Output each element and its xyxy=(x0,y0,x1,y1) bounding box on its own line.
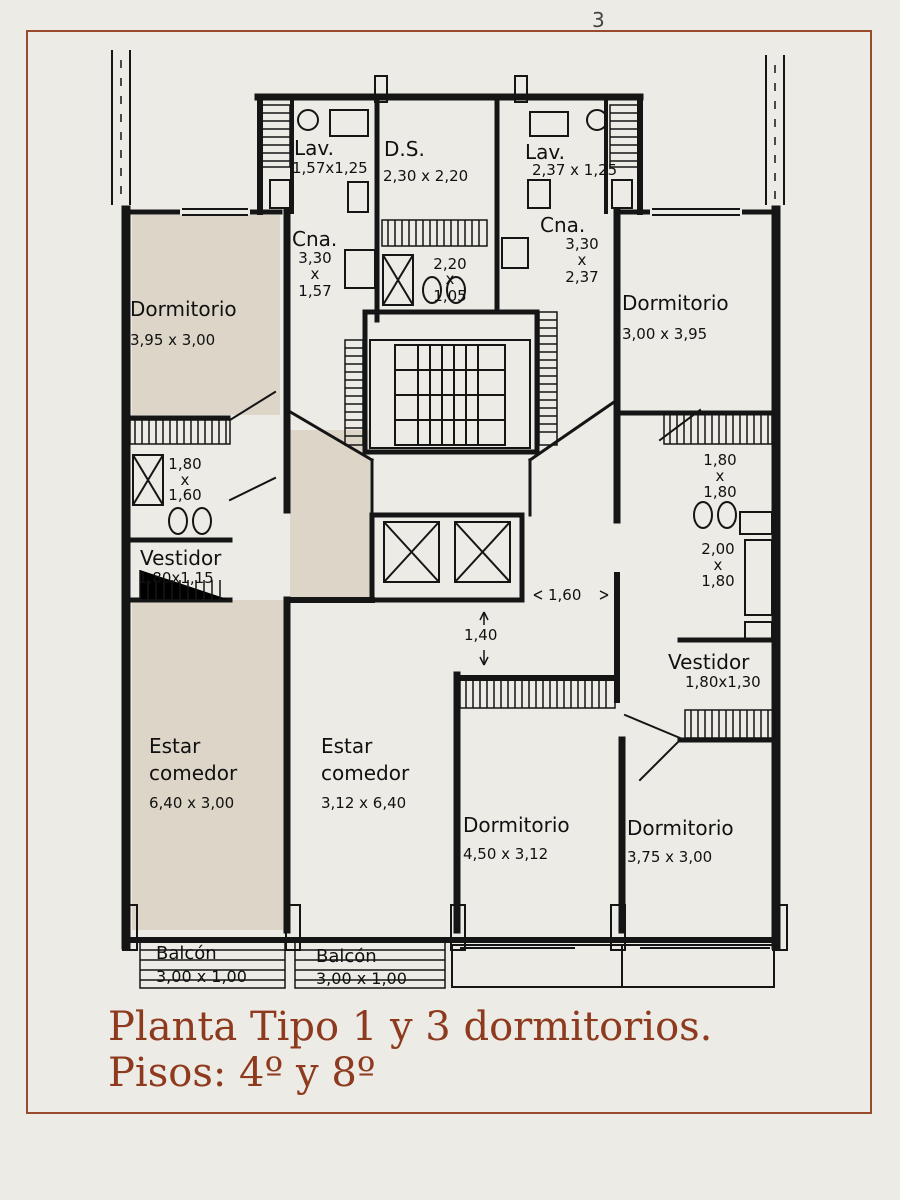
bath-right-dims-a: 1,80 xyxy=(703,451,737,469)
stair-treads xyxy=(369,339,531,449)
hatching xyxy=(129,104,776,989)
lav-left-name: Lav. xyxy=(294,136,335,160)
cna-left-dims-a: 3,30 xyxy=(298,249,332,267)
bath-left-dims-a: 1,80 xyxy=(168,455,202,473)
corner-mark: 3 xyxy=(592,8,605,32)
lav-left-dims: 1,57x1,25 xyxy=(292,159,368,177)
estar-l-name2: comedor xyxy=(149,761,238,785)
bath-left-dims-b: 1,60 xyxy=(168,486,202,504)
title-line-1: Planta Tipo 1 y 3 dormitorios. xyxy=(108,1004,713,1050)
title-line-2: Pisos: 4º y 8º xyxy=(108,1050,376,1096)
vest-right-dims: 1,80x1,30 xyxy=(685,673,761,691)
cna-right-name: Cna. xyxy=(540,213,586,237)
cna-right-dims-x: x xyxy=(577,251,587,269)
hall-depth-dims: 1,40 xyxy=(464,626,498,644)
floor-estar-l xyxy=(132,600,290,930)
floor-dorm-tl xyxy=(132,215,280,415)
cna-right-dims-a: 3,30 xyxy=(565,235,599,253)
dimension-arrows xyxy=(479,590,609,666)
light-wells xyxy=(111,50,788,988)
dorm-tl-dims: 3,95 x 3,00 xyxy=(130,331,216,349)
floor-tints xyxy=(132,215,370,930)
vest-left-dims: 1,80x1,15 xyxy=(138,569,214,587)
cna-left-name: Cna. xyxy=(292,227,338,251)
dorm-bc-dims: 4,50 x 3,12 xyxy=(463,845,549,863)
estar-l-name1: Estar xyxy=(149,734,201,758)
balcon-c-dims: 3,00 x 1,00 xyxy=(316,969,407,988)
hall-width-dims: 1,60 xyxy=(548,586,582,604)
dorm-tr-name: Dormitorio xyxy=(622,291,729,315)
bath-right2-dims-a: 2,00 xyxy=(701,540,735,558)
dorm-bc-name: Dormitorio xyxy=(463,813,570,837)
lav-right-dims: 2,37 x 1,25 xyxy=(532,161,618,179)
lav-right-name: Lav. xyxy=(525,140,566,164)
vest-right-name: Vestidor xyxy=(668,650,750,674)
plan-title: Planta Tipo 1 y 3 dormitorios. Pisos: 4º… xyxy=(108,1004,712,1096)
balcon-l-dims: 3,00 x 1,00 xyxy=(156,967,247,986)
bath-right-dims-b: 1,80 xyxy=(703,483,737,501)
dorm-br-name: Dormitorio xyxy=(627,816,734,840)
dorm-tr-dims: 3,00 x 3,95 xyxy=(622,325,708,343)
floor-hall-l xyxy=(290,430,370,600)
vest-left-name: Vestidor xyxy=(140,546,222,570)
estar-c-dims: 3,12 x 6,40 xyxy=(321,794,407,812)
ds-name: D.S. xyxy=(384,137,425,161)
bath-right2-dims-x: x xyxy=(713,556,723,574)
bath-small-dims-x: x xyxy=(445,270,455,288)
estar-l-dims: 6,40 x 3,00 xyxy=(149,794,235,812)
bath-small-dims-a: 2,20 xyxy=(433,255,467,273)
dorm-br-dims: 3,75 x 3,00 xyxy=(627,848,713,866)
balcon-c-name: Balcón xyxy=(316,946,377,967)
bath-right-dims-x: x xyxy=(715,467,725,485)
bath-left-dims-x: x xyxy=(180,471,190,489)
estar-c-name1: Estar xyxy=(321,734,373,758)
elevators xyxy=(383,521,511,583)
ds-dims: 2,30 x 2,20 xyxy=(383,167,469,185)
cna-right-dims-b: 2,37 xyxy=(565,268,599,286)
fixtures xyxy=(132,109,773,641)
bath-small-dims-b: 1,05 xyxy=(433,287,467,305)
bath-right2-dims-b: 1,80 xyxy=(701,572,735,590)
estar-c-name2: comedor xyxy=(321,761,410,785)
cna-left-dims-b: 1,57 xyxy=(298,282,332,300)
cna-left-dims-x: x xyxy=(310,265,320,283)
dorm-tl-name: Dormitorio xyxy=(130,297,237,321)
balcon-l-name: Balcón xyxy=(156,943,217,964)
